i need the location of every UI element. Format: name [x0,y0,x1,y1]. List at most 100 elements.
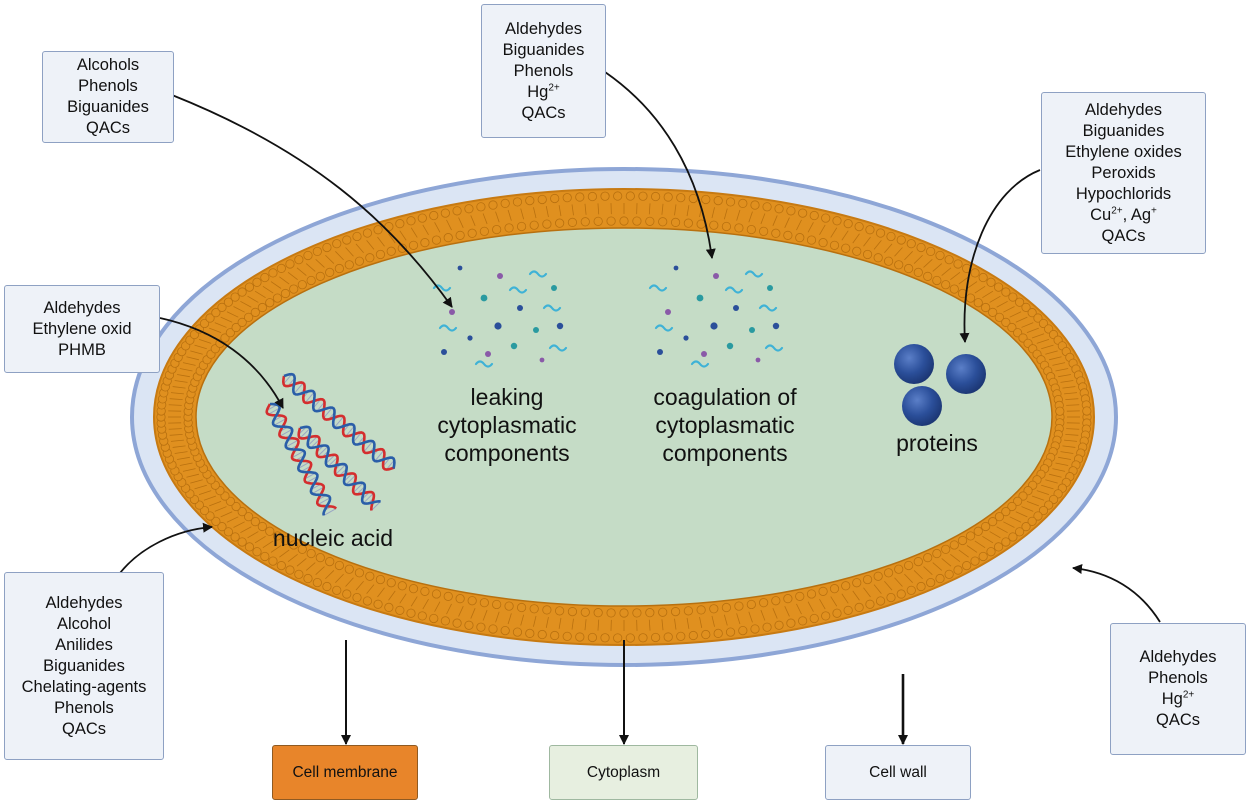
lipid-head [762,202,772,212]
leaking-dot [441,349,447,355]
copper-charge: 2+ [1111,205,1123,216]
lipid-head [500,625,510,636]
lipid-head [417,213,427,223]
lipid-tail [226,516,239,523]
lipid-head [225,328,235,338]
agent: Phenols [78,77,138,95]
lipid-head [926,577,936,588]
leaking-strand [542,304,562,312]
lipid-tail [399,593,407,604]
lipid-tail [558,205,562,217]
lipid-tail [941,558,952,567]
lipid-head [237,507,247,517]
lipid-tail [796,219,802,231]
lipid-tail [1021,506,1034,512]
lipid-head [244,282,255,292]
lipid-head [625,191,635,201]
lipid-head [205,511,215,521]
lipid-head [894,564,904,574]
lipid-head [525,196,535,206]
lipid-head [373,599,383,609]
agent: Alcohol [56,614,112,633]
lipid-head [650,191,661,202]
lipid-head [268,268,278,278]
lipid-head [575,192,585,202]
lipid-head [1008,532,1018,542]
lipid-tail [545,206,549,218]
lipid-head [941,280,951,290]
lipid-head [231,501,241,512]
lipid-head [600,191,610,201]
lipid-head [265,298,275,308]
lipid-head [431,589,442,599]
mercury-charge: 2+ [548,82,560,93]
lipid-tail [982,535,994,544]
lipid-tail [169,398,183,401]
lipid-head [821,213,831,223]
leaking-dot [449,309,455,315]
lipid-tail [723,208,728,220]
lipid-head [829,584,840,594]
lipid-tail [262,285,274,294]
lipid-head [798,208,808,218]
dna-rung [291,450,305,459]
arrow-to-cell-wall [1072,564,1161,623]
lipid-head [342,235,352,245]
lipid-head [252,547,262,557]
lipid-head [913,557,923,567]
lipid-head [619,608,629,618]
lipid-tail [507,209,512,221]
lipid-tail [495,611,500,623]
lipid-tail [711,615,715,627]
lipid-head [580,607,590,617]
lipid-tail [179,462,193,466]
lipid-tail [520,614,525,626]
dna-rung [311,486,325,495]
lipid-head [375,574,386,585]
lipid-head [970,556,980,566]
lipid-tail [584,619,587,631]
lipid-tail [345,247,354,257]
agent-mercury: Hg2+ [1162,689,1195,710]
agent-metals: Cu2+, Ag+ [1090,205,1157,226]
lipid-tail [1009,516,1022,523]
lipid-tail [852,590,860,601]
lipid-head [395,219,405,229]
lipid-tail [1036,338,1050,344]
lipid-head [223,527,234,537]
dna-rung [283,373,293,385]
lipid-head [970,268,980,278]
lipid-head [935,250,945,261]
lipid-head [354,568,365,578]
lipid-head [786,206,796,216]
lipid-tail [686,205,690,217]
lipid-tail [366,584,375,594]
lipid-head [896,235,906,245]
agent: Aldehydes [43,298,121,317]
lipid-tail [296,267,307,276]
lipid-tail [194,344,207,350]
lipid-head [325,267,335,277]
lipid-tail [674,618,677,630]
agent: QACs [1155,711,1200,729]
coagulation-dot [673,265,679,271]
lipid-tail [422,598,429,610]
lipid-head [525,628,535,638]
lipid-tail [760,213,766,225]
lipid-head [738,198,748,209]
dna-rung [352,432,362,443]
coagulation-strand [690,360,710,368]
lipid-head [821,611,831,621]
leaking-dot [556,322,564,330]
lipid-tail [686,617,690,629]
lipid-head [746,224,756,235]
lipid-head [786,618,796,628]
lipid-head [606,608,616,618]
lipid-head [504,223,514,233]
lipid-tail [1045,479,1058,484]
dna-rung [323,508,337,516]
lipid-head [452,206,462,216]
lipid-tail [482,213,488,225]
lipid-tail [1064,439,1078,442]
